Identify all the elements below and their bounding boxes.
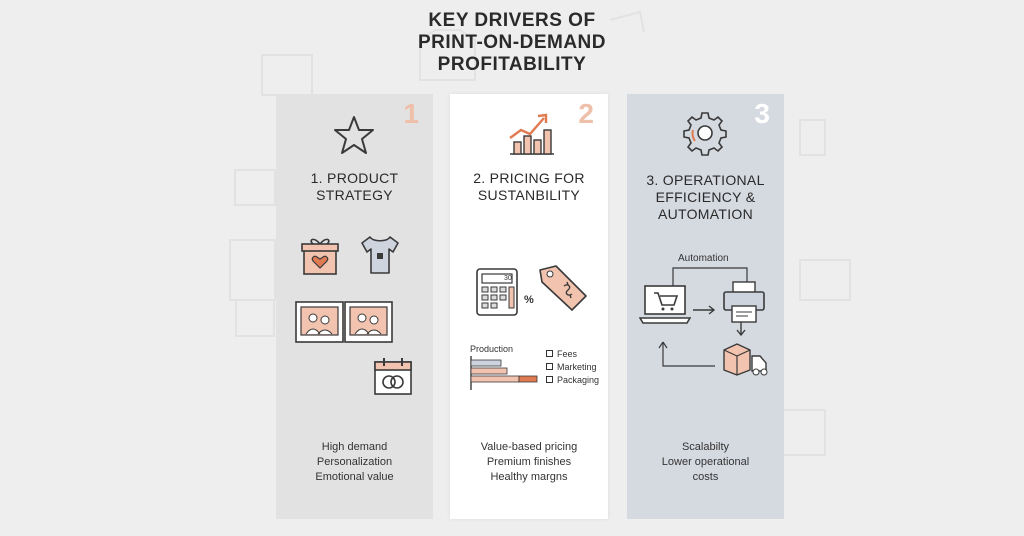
footer-line: High demand bbox=[321, 441, 388, 453]
price-tag-icon bbox=[539, 265, 587, 311]
legend-label: Packaging bbox=[557, 375, 600, 385]
panel-title-line: 2. PRICING FOR bbox=[473, 170, 585, 186]
footer-line: Scalabilty bbox=[681, 441, 730, 453]
panel-number: 2 bbox=[578, 98, 594, 129]
flow-label: Automation bbox=[678, 253, 729, 264]
footer-line: Healthy margns bbox=[490, 471, 568, 483]
gear-icon bbox=[683, 112, 727, 156]
panel-title-line: 1. PRODUCT bbox=[310, 170, 399, 186]
footer-line: Personalization bbox=[316, 456, 393, 468]
chart-legend: Fees Marketing Packaging bbox=[546, 348, 599, 387]
panel-title: 2. PRICING FOR SUSTANBILITY bbox=[450, 170, 608, 204]
title-line: PRINT-ON-DEMAND bbox=[418, 32, 606, 53]
legend-label: Marketing bbox=[557, 362, 597, 372]
panel-title-line: EFFICIENCY & bbox=[655, 189, 756, 205]
percent-sign: % bbox=[524, 294, 534, 306]
panel-title: 1. PRODUCT STRATEGY bbox=[276, 170, 433, 204]
printer-icon bbox=[723, 281, 765, 323]
panel-title-line: SUSTANBILITY bbox=[477, 187, 581, 203]
automation-flow-diagram bbox=[658, 267, 748, 367]
panel-title: 3. OPERATIONAL EFFICIENCY & AUTOMATION bbox=[627, 172, 784, 223]
calendar-rings-icon bbox=[374, 358, 412, 395]
footer-line: Emotional value bbox=[315, 471, 394, 483]
title-line: PROFITABILITY bbox=[437, 54, 587, 75]
gift-box-icon bbox=[301, 238, 339, 275]
footer-line: Premium finishes bbox=[486, 456, 572, 468]
title-line: KEY DRIVERS OF bbox=[428, 10, 596, 31]
chart-label: Production bbox=[470, 344, 514, 354]
panel-operations: 3 3. OPERATIONAL EFFICIENCY & AUTOMATION… bbox=[627, 94, 784, 519]
panel-pricing: 2 2. PRICING FOR SUSTANBILITY 30 % Produ… bbox=[450, 94, 608, 519]
panel-title-line: 3. OPERATIONAL bbox=[646, 172, 765, 188]
calculator-display: 30 bbox=[504, 275, 512, 282]
page-title: KEY DRIVERS OF PRINT-ON-DEMAND PROFITABI… bbox=[312, 10, 712, 76]
tshirt-icon bbox=[361, 236, 399, 274]
footer-line: costs bbox=[692, 471, 719, 483]
stacked-bar-chart bbox=[470, 356, 538, 390]
panel-title-line: STRATEGY bbox=[316, 187, 393, 203]
footer-line: Lower operational bbox=[661, 456, 750, 468]
panel-title-line: AUTOMATION bbox=[657, 206, 754, 222]
package-truck-icon bbox=[723, 343, 768, 376]
legend-item: Marketing bbox=[546, 361, 599, 374]
laptop-cart-icon bbox=[639, 285, 691, 324]
panel-footer: Scalabilty Lower operational costs bbox=[627, 440, 784, 485]
chart-up-icon bbox=[509, 113, 554, 155]
panel-number: 1 bbox=[403, 98, 419, 129]
star-icon bbox=[334, 116, 374, 154]
legend-item: Packaging bbox=[546, 374, 599, 387]
panel-number: 3 bbox=[754, 98, 770, 129]
photo-book-icon bbox=[295, 301, 393, 343]
calculator-icon bbox=[476, 268, 518, 316]
panel-footer: High demand Personalization Emotional va… bbox=[276, 440, 433, 485]
panel-product-strategy: 1 1. PRODUCT STRATEGY High demand Person… bbox=[276, 94, 433, 519]
panel-footer: Value-based pricing Premium finishes Hea… bbox=[450, 440, 608, 485]
footer-line: Value-based pricing bbox=[480, 441, 578, 453]
legend-item: Fees bbox=[546, 348, 599, 361]
legend-label: Fees bbox=[557, 349, 578, 359]
